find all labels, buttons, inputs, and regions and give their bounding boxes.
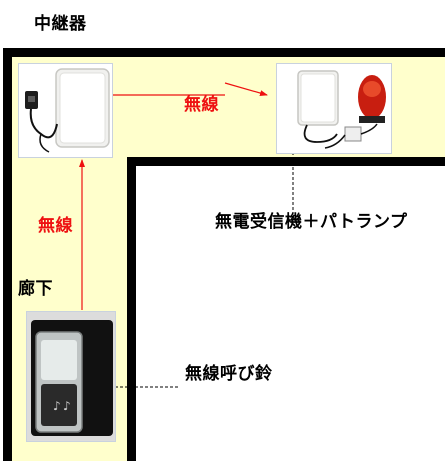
hallway-label: 廊下 — [18, 279, 53, 299]
doorbell-device-icon: ♪ ♪ — [27, 312, 115, 441]
doorbell-photo: ♪ ♪ — [27, 312, 115, 441]
svg-text:♪: ♪ — [53, 399, 61, 413]
outer-wall-top — [3, 48, 445, 57]
repeater-label: 中継器 — [34, 14, 87, 34]
wireless-label-left: 無線 — [38, 216, 73, 236]
doorbell-label: 無線呼び鈴 — [185, 364, 273, 384]
receiver-photo — [277, 64, 391, 153]
repeater-photo — [19, 64, 112, 157]
inner-wall-left — [127, 157, 136, 461]
outer-wall-left — [3, 48, 12, 461]
wireless-arrow-slant — [224, 82, 268, 96]
svg-text:♪: ♪ — [63, 399, 71, 413]
wireless-label-top: 無線 — [184, 95, 219, 115]
repeater-device-icon — [19, 64, 112, 157]
receiver-device-icon — [277, 64, 391, 153]
inner-room — [135, 164, 445, 461]
inner-wall-top — [127, 157, 445, 166]
receiver-label: 無電受信機＋パトランプ — [215, 212, 408, 232]
